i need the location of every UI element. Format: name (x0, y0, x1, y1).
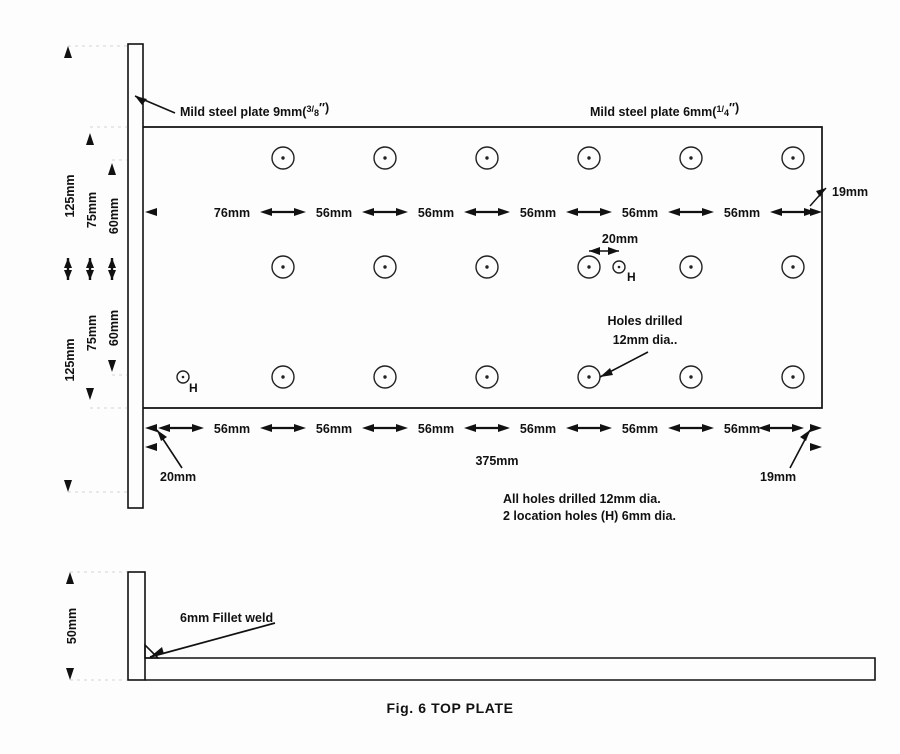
dimension-20mm: 20mm (589, 232, 638, 255)
arrow-pair (668, 208, 714, 216)
hole (373, 255, 397, 279)
hole (271, 255, 295, 279)
dim-bottom-right-19mm: 19mm (760, 470, 796, 484)
vertical-plate-9mm (127, 43, 144, 509)
location-hole-label-middle: H (627, 270, 636, 284)
hole (679, 146, 703, 170)
figure-caption: Fig. 6 TOP PLATE (386, 700, 514, 716)
dim-top-3: 56mm (520, 206, 556, 220)
arrow-pair (464, 424, 510, 432)
dim-top-5: 56mm (724, 206, 760, 220)
hole (475, 255, 499, 279)
dim-right-19mm: 19mm (832, 185, 868, 199)
dim-vert-upper-60mm: 60mm (107, 198, 121, 234)
dim-top-1: 56mm (316, 206, 352, 220)
hole (475, 146, 499, 170)
dim-top-0: 76mm (214, 206, 250, 220)
hole (781, 255, 805, 279)
dim-vert-upper-75mm: 75mm (85, 192, 99, 228)
hole (373, 365, 397, 389)
arrow-pair (362, 424, 408, 432)
dim-vert-lower-125mm: 125mm (63, 338, 77, 381)
hole (577, 146, 601, 170)
dim-bottom-0: 56mm (214, 422, 250, 436)
dim-vert-lower-75mm: 75mm (85, 315, 99, 351)
dim-20mm-label: 20mm (602, 232, 638, 246)
arrow-pair (362, 208, 408, 216)
hole (679, 365, 703, 389)
note-location-holes: 2 location holes (H) 6mm dia. (503, 509, 676, 523)
dim-top-4: 56mm (622, 206, 658, 220)
hole (577, 255, 601, 279)
hole (781, 365, 805, 389)
note-all-holes: All holes drilled 12mm dia. (503, 492, 661, 506)
dim-vertical-lower-arrows (64, 360, 116, 492)
label-plate-6mm: Mild steel plate 6mm(1/4″) (590, 101, 739, 119)
dim-bottom-3: 56mm (520, 422, 556, 436)
hole (679, 255, 703, 279)
dim-overall-length: 375mm (475, 454, 518, 468)
arrow-pair (566, 424, 612, 432)
dim-bottom-1: 56mm (316, 422, 352, 436)
hole (271, 365, 295, 389)
horizontal-plate-6mm (143, 126, 823, 409)
dim-vertical-mid-markers (64, 258, 116, 280)
label-fillet-weld: 6mm Fillet weld (180, 611, 273, 625)
arrow-pair (566, 208, 612, 216)
label-holes-drilled-line2: 12mm dia.. (613, 333, 678, 347)
dim-section-height: 50mm (65, 608, 79, 644)
dim-bottom-4: 56mm (622, 422, 658, 436)
location-hole (612, 260, 626, 274)
label-holes-drilled-line1: Holes drilled (607, 314, 682, 328)
hole-row-middle (271, 255, 805, 279)
location-hole (176, 370, 190, 384)
dim-section-50mm: 50mm (65, 571, 128, 681)
dim-top-2: 56mm (418, 206, 454, 220)
label-plate-9mm: Mild steel plate 9mm(3/8″) (180, 101, 329, 119)
dim-vert-upper-125mm: 125mm (63, 174, 77, 217)
arrow-pair (758, 424, 804, 432)
hole (373, 146, 397, 170)
arrow-pair (158, 424, 204, 432)
dimension-row-bottom: 56mm 56mm 56mm 56mm (145, 422, 822, 451)
hole (577, 365, 601, 389)
leader-holes-drilled: Holes drilled 12mm dia.. (599, 314, 683, 378)
leader-20mm-left: 20mm (156, 429, 196, 484)
hole-row-bottom (176, 365, 805, 389)
arrow-pair (770, 208, 816, 216)
leader-fillet-weld: 6mm Fillet weld (149, 611, 276, 658)
dim-vert-lower-60mm: 60mm (107, 310, 121, 346)
leader-19mm-right: 19mm (809, 185, 868, 207)
hole-row-top (271, 146, 805, 170)
hole (475, 365, 499, 389)
section-view (127, 571, 876, 681)
dim-bottom-2: 56mm (418, 422, 454, 436)
dim-bottom-5: 56mm (724, 422, 760, 436)
dim-vertical-upper-arrows (64, 46, 116, 175)
dim-bottom-left-20mm: 20mm (160, 470, 196, 484)
hole (271, 146, 295, 170)
arrow-pair (668, 424, 714, 432)
leader-plate-9mm (134, 95, 176, 114)
arrow-pair (260, 208, 306, 216)
hole (781, 146, 805, 170)
arrow-pair (464, 208, 510, 216)
location-hole-label-bottom: H (189, 381, 198, 395)
dimension-row-top: 76mm 56mm 56mm 56mm (145, 206, 822, 220)
arrow-pair (260, 424, 306, 432)
leader-19mm-bottom: 19mm (760, 429, 811, 484)
vertical-extension-lines (68, 45, 128, 493)
